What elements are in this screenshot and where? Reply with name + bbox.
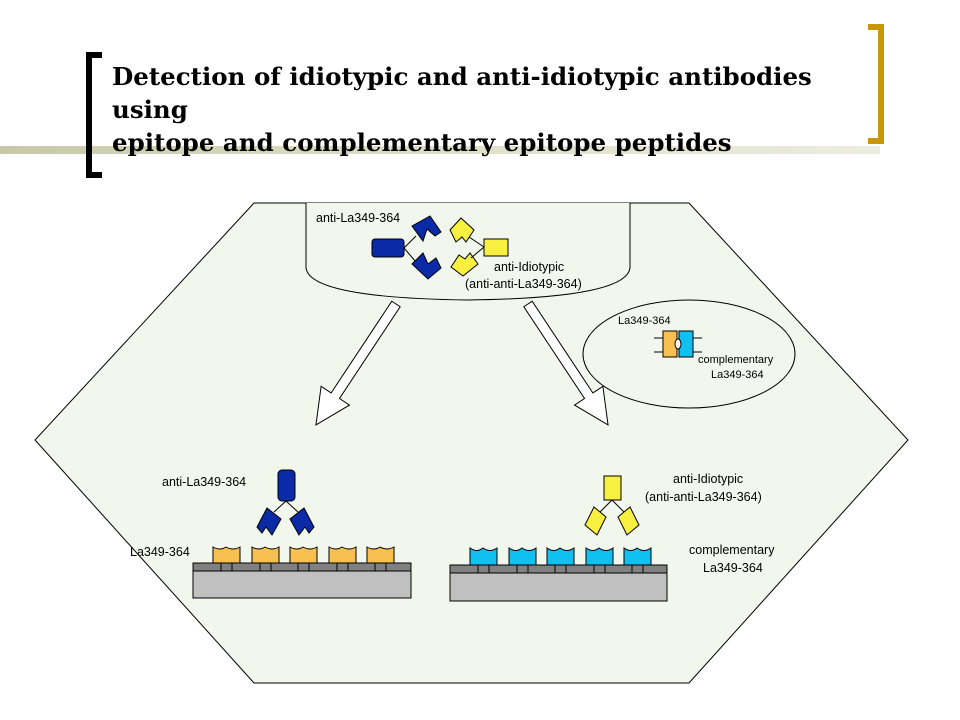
right-plate-base xyxy=(449,572,668,602)
left-plate-surface xyxy=(192,562,412,572)
left-epitope-peptides xyxy=(212,546,395,564)
right-antibody-label-2: (anti-anti-La349-364) xyxy=(645,490,762,504)
slide-title: Detection of idiotypic and anti-idiotypi… xyxy=(112,60,892,159)
right-bound-antibody-arm-left xyxy=(584,506,607,536)
complementary-peptide xyxy=(469,547,498,566)
left-plate-ticks xyxy=(220,563,387,571)
right-peptide-label-2: La349-364 xyxy=(703,561,763,575)
left-bound-antibody-stem xyxy=(277,469,296,502)
epitope-peptide xyxy=(251,546,280,564)
peptide-pair-icon xyxy=(654,330,702,358)
left-bracket xyxy=(86,52,102,178)
epitope-peptide xyxy=(212,546,241,564)
legend-epitope-label: La349-364 xyxy=(618,315,671,327)
complementary-peptide xyxy=(585,547,614,566)
right-bound-antibody-arm-right xyxy=(617,506,640,536)
arrow-to-left-plate xyxy=(315,300,401,426)
right-peptide-label-1: complementary xyxy=(689,543,775,557)
top-anti-idiotypic-label-1: anti-Idiotypic xyxy=(494,260,564,274)
right-plate: anti-Idiotypic (anti-anti-La349-364) com… xyxy=(449,472,775,602)
top-blue-antibody xyxy=(371,215,442,280)
epitope-peptide xyxy=(366,546,395,564)
left-bound-antibody-arm-right xyxy=(289,507,315,536)
complementary-peptide xyxy=(623,547,652,566)
epitope-peptide xyxy=(328,546,357,564)
right-complementary-peptides xyxy=(469,547,652,566)
arrow-to-right-plate xyxy=(523,300,609,426)
title-line-2: epitope and complementary epitope peptid… xyxy=(112,128,732,157)
left-plate: anti-La349-364 La349-364 xyxy=(130,469,412,599)
complementary-peptide xyxy=(546,547,575,566)
top-anti-idiotypic-label-2: (anti-anti-La349-364) xyxy=(465,277,582,291)
right-antibody-label-1: anti-Idiotypic xyxy=(673,472,743,486)
right-bracket xyxy=(868,24,884,144)
right-bound-antibody-stem xyxy=(603,475,622,501)
left-peptide-label: La349-364 xyxy=(130,545,190,559)
top-yellow-antibody xyxy=(449,217,509,277)
top-yellow-antibody-stem xyxy=(483,238,509,257)
left-bound-antibody-arm-left xyxy=(256,507,282,536)
complementary-peptide xyxy=(508,547,537,566)
left-bound-antibody xyxy=(256,469,315,536)
right-bound-antibody xyxy=(584,475,640,536)
left-plate-base xyxy=(192,570,412,599)
legend-complementary-label-1: complementary xyxy=(698,354,774,366)
top-blue-antibody-stem xyxy=(371,238,405,258)
top-blue-antibody-arm-lower xyxy=(411,252,442,280)
top-antibody-label: anti-La349-364 xyxy=(316,211,400,225)
epitope-peptide xyxy=(289,546,318,564)
top-yellow-antibody-arm-lower xyxy=(450,252,479,277)
top-yellow-antibody-arm-upper xyxy=(449,217,475,243)
right-plate-surface xyxy=(449,564,668,574)
left-antibody-label: anti-La349-364 xyxy=(162,475,246,489)
title-underline-stripe xyxy=(0,146,880,154)
title-line-1: Detection of idiotypic and anti-idiotypi… xyxy=(112,62,812,124)
right-plate-ticks xyxy=(477,565,644,573)
legend-complementary-label-2: La349-364 xyxy=(711,369,764,381)
top-well xyxy=(305,203,631,301)
top-blue-antibody-arm-upper xyxy=(411,215,442,243)
